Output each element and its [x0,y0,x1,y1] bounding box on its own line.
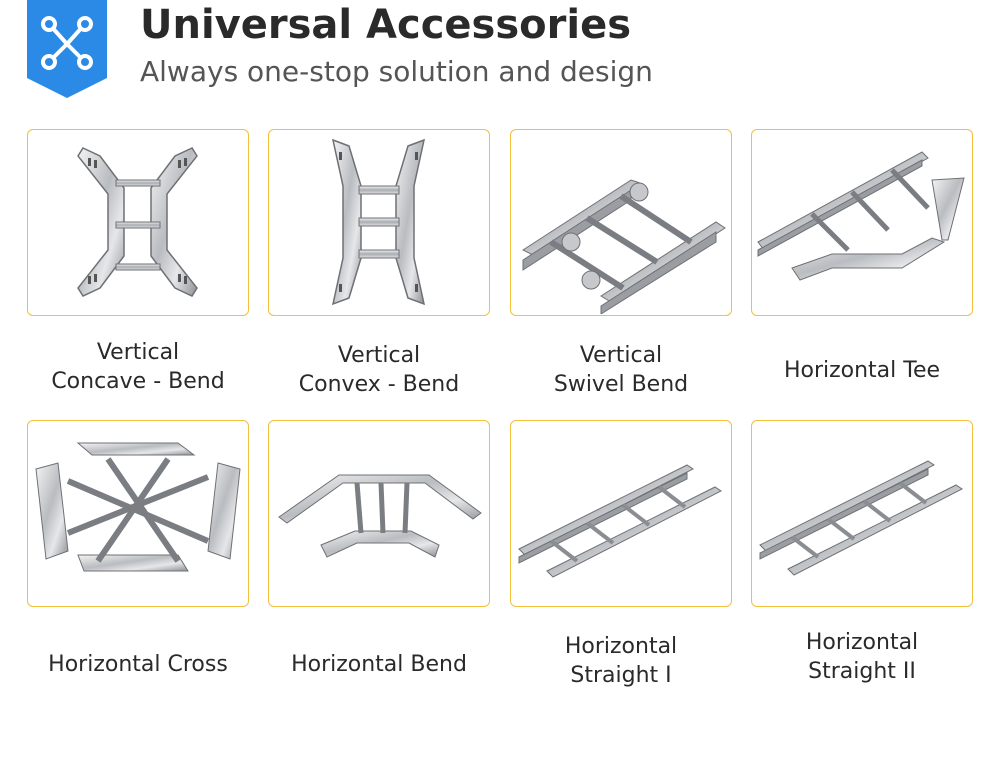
vertical-convex-bend-image [331,138,426,306]
horizontal-cross-image [35,442,241,572]
product-label: Horizontal Bend [259,650,499,679]
vertical-swivel-bend-image [521,179,726,314]
page-subtitle: Always one-stop solution and design [140,55,653,88]
product-card[interactable] [510,129,732,316]
product-label-line: Horizontal Bend [291,652,467,677]
product-card[interactable] [751,129,973,316]
product-label-line: Vertical [96,340,180,365]
product-label: Horizontal Straight I [501,632,741,690]
product-label: Vertical Convex - Bend [259,341,499,399]
product-label: Vertical Concave - Bend [18,338,258,396]
vertical-concave-bend-image [77,147,198,297]
product-card[interactable] [27,420,249,607]
product-label-line: Swivel Bend [553,372,689,397]
product-card[interactable] [268,420,490,607]
product-label-line: Horizontal [564,634,678,659]
product-label-line: Horizontal Tee [783,358,941,383]
product-label-line: Concave - Bend [51,369,225,394]
product-label: Horizontal Tee [742,356,982,385]
product-card[interactable] [751,420,973,607]
product-label: Horizontal Cross [18,650,258,679]
product-label-line: Horizontal Cross [48,652,228,677]
product-card[interactable] [510,420,732,607]
product-label: Horizontal Straight II [742,628,982,686]
horizontal-straight-1-image [518,464,722,578]
brand-badge [27,0,107,98]
product-card[interactable] [27,129,249,316]
product-card[interactable] [268,129,490,316]
horizontal-straight-2-image [759,460,963,576]
horizontal-tee-image [757,151,965,281]
product-label-line: Straight II [808,659,916,684]
product-label: Vertical Swivel Bend [501,341,741,399]
product-label-line: Horizontal [805,630,919,655]
network-nodes-icon [27,0,107,98]
horizontal-bend-image [278,474,482,558]
product-label-line: Convex - Bend [298,372,460,397]
product-label-line: Vertical [337,343,421,368]
product-label-line: Straight I [570,663,672,688]
page-title: Universal Accessories [140,2,632,48]
product-label-line: Vertical [579,343,663,368]
